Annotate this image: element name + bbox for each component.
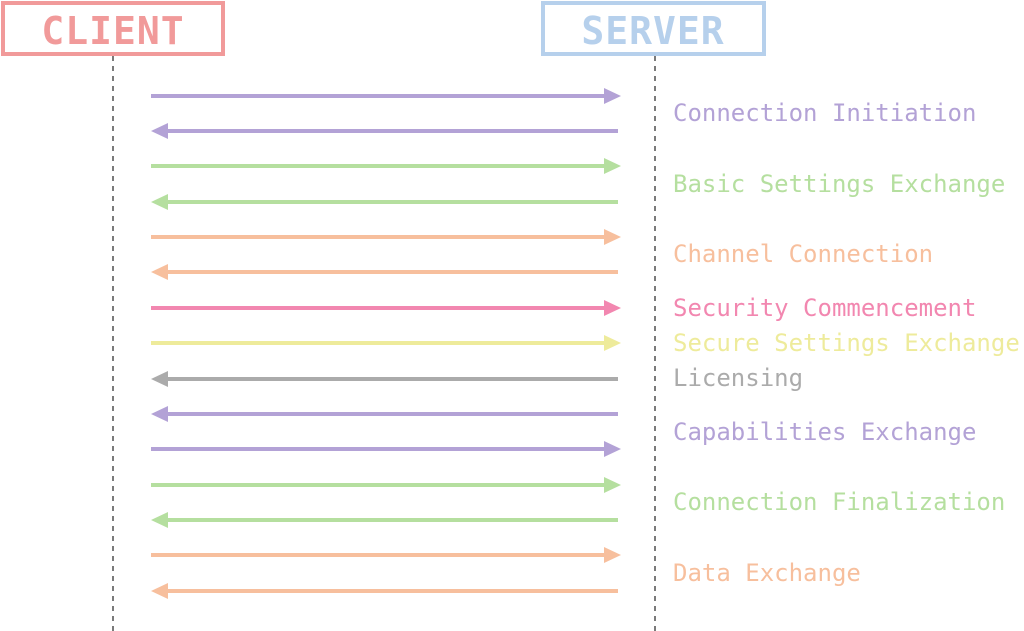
- message-arrow: [151, 264, 618, 280]
- message-arrow-head: [604, 335, 621, 351]
- phase-label-channel-connection: Channel Connection: [673, 240, 933, 268]
- message-arrow-head: [604, 158, 621, 174]
- server-actor-box: [541, 1, 766, 56]
- server-actor-label: SERVER: [581, 9, 724, 53]
- phase-label-connection-initiation: Connection Initiation: [673, 99, 976, 127]
- phase-label-connection-finalization: Connection Finalization: [673, 488, 1005, 516]
- message-arrow: [151, 158, 621, 174]
- phase-label-security-commencement: Security Commencement: [673, 294, 976, 322]
- phase-label-data-exchange: Data Exchange: [673, 559, 861, 587]
- message-arrow: [151, 229, 621, 245]
- message-arrow-head: [151, 583, 168, 599]
- client-actor-box: [1, 1, 225, 56]
- client-actor: CLIENT: [1, 1, 225, 56]
- phase-label-licensing: Licensing: [673, 364, 803, 392]
- message-arrows: [151, 88, 621, 599]
- message-arrow: [151, 371, 618, 387]
- message-arrow-head: [151, 371, 168, 387]
- message-arrow-head: [604, 547, 621, 563]
- phase-label-basic-settings-exchange: Basic Settings Exchange: [673, 170, 1005, 198]
- message-arrow: [151, 88, 621, 104]
- message-arrow-head: [604, 477, 621, 493]
- message-arrow: [151, 512, 618, 528]
- message-arrow: [151, 406, 618, 422]
- phase-labels: Connection Initiation Basic Settings Exc…: [673, 99, 1020, 587]
- message-arrow: [151, 583, 618, 599]
- message-arrow-head: [151, 264, 168, 280]
- message-arrow: [151, 441, 621, 457]
- message-arrow-head: [151, 406, 168, 422]
- message-arrow: [151, 335, 621, 351]
- message-arrow-head: [604, 441, 621, 457]
- message-arrow: [151, 300, 621, 316]
- phase-label-capabilities-exchange: Capabilities Exchange: [673, 418, 976, 446]
- message-arrow-head: [604, 88, 621, 104]
- server-actor: SERVER: [541, 1, 766, 56]
- message-arrow-head: [151, 123, 168, 139]
- message-arrow-head: [151, 512, 168, 528]
- message-arrow: [151, 547, 621, 563]
- message-arrow-head: [604, 229, 621, 245]
- client-actor-label: CLIENT: [41, 9, 184, 53]
- message-arrow-head: [151, 194, 168, 210]
- message-arrow: [151, 123, 618, 139]
- message-arrow-head: [604, 300, 621, 316]
- message-arrow: [151, 194, 618, 210]
- phase-label-secure-settings-exchange: Secure Settings Exchange: [673, 329, 1020, 357]
- message-arrow: [151, 477, 621, 493]
